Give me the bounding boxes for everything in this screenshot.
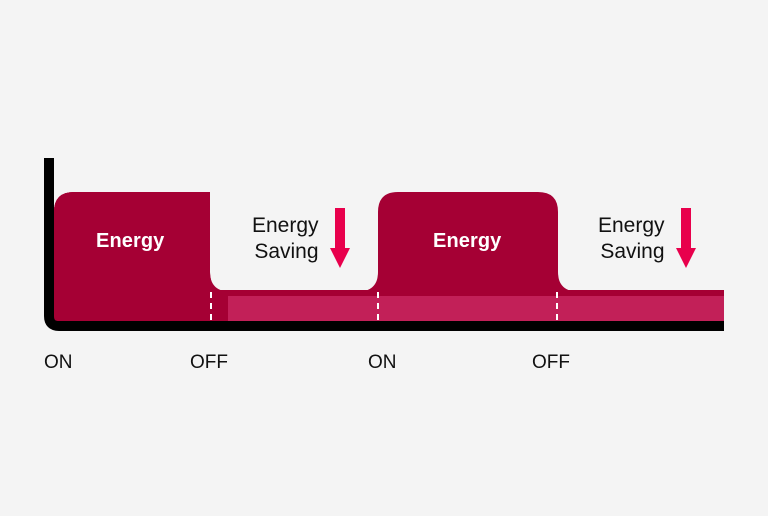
energy-block-label-1: Energy: [96, 230, 165, 252]
base-band-top-rim-fill: [230, 296, 724, 326]
axis-label-off-2: OFF: [532, 352, 570, 373]
energy-block-1-shape: [54, 192, 228, 326]
fillet-block2-left-blend: [356, 272, 378, 296]
energy-saving-annotation-1: Energy Saving: [252, 208, 351, 270]
energy-saving-line-2: Saving: [254, 240, 319, 263]
arrow-down-icon: [329, 208, 350, 268]
energy-saving-text-1: Energy Saving: [252, 213, 319, 265]
fillet-block2-right-blend: [558, 272, 580, 296]
energy-saving-annotation-2: Energy Saving: [598, 208, 697, 270]
axis-label-on-2: ON: [368, 352, 397, 373]
energy-saving-line-1: Energy: [252, 214, 319, 237]
base-band-top-rim: [210, 290, 724, 296]
arrow-down-icon: [675, 208, 696, 268]
axis-label-on-1: ON: [44, 352, 73, 373]
energy-saving-text-2: Energy Saving: [598, 213, 665, 265]
energy-saving-line-2: Saving: [600, 240, 665, 263]
axis-label-off-1: OFF: [190, 352, 228, 373]
fillet-block1-right: [210, 272, 232, 296]
off-gap-2: [558, 150, 768, 292]
energy-saving-line-1: Energy: [598, 214, 665, 237]
axis-line: [44, 158, 724, 331]
energy-block-label-2: Energy: [433, 230, 502, 252]
